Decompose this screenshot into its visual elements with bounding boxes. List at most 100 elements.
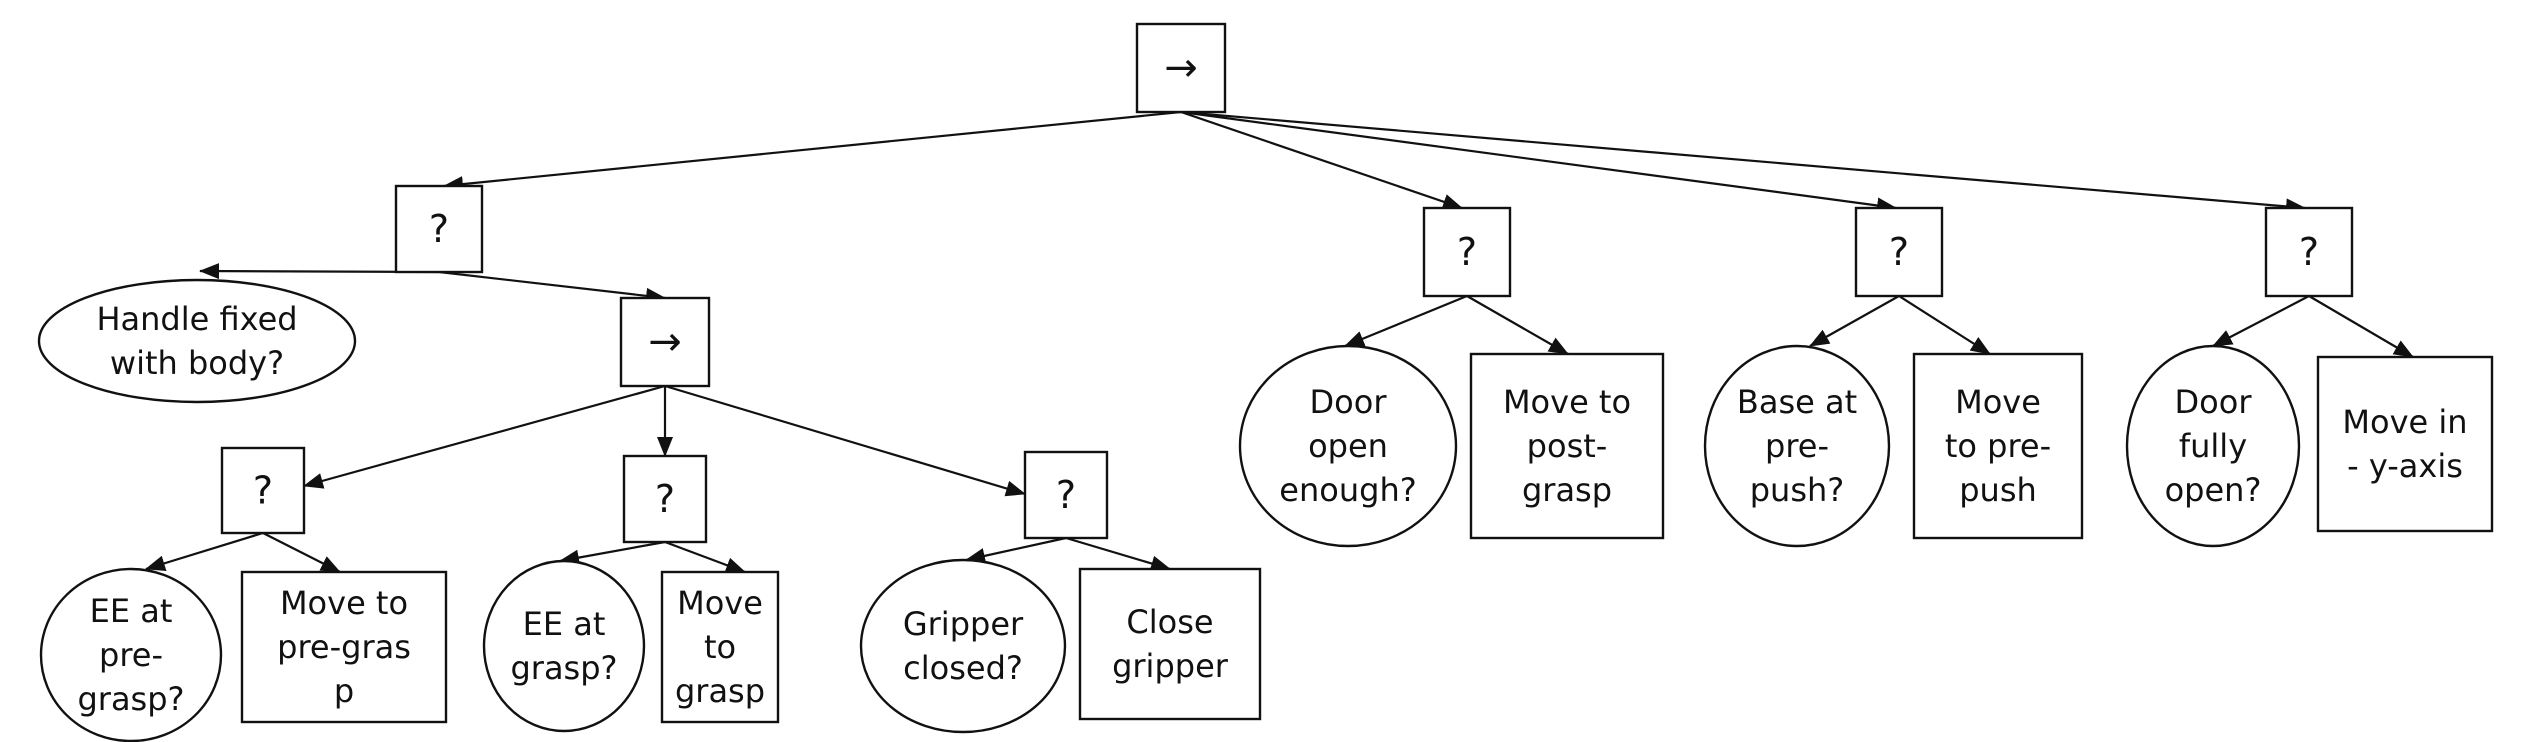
label-line: grasp: [675, 672, 765, 710]
node-label: Close gripper: [1112, 603, 1229, 685]
fallback-symbol: ?: [2299, 230, 2319, 274]
fallback-symbol: ?: [1457, 230, 1477, 274]
node-fb-grasp: ?: [622, 454, 708, 544]
edge-root-to-fb-fullyopen: [1180, 110, 2306, 215]
edges-layer: [145, 110, 2414, 574]
action-box: [1912, 352, 2084, 540]
condition-ellipse: [39, 567, 223, 742]
label-line: pre-gras: [277, 628, 411, 666]
label-line: p: [334, 672, 354, 710]
edge-fb-pregrasp-to-act-move-pregrasp: [262, 532, 341, 573]
node-fb-prepush: ?: [1854, 206, 1944, 298]
condition-ellipse: [482, 559, 646, 733]
label-line: to pre-: [1945, 427, 2051, 465]
label-line: Door: [2175, 383, 2253, 421]
condition-ellipse: [2125, 344, 2301, 548]
node-label: Handle fixed with body?: [96, 300, 297, 382]
node-label: Base at pre-push?: [1737, 383, 1857, 509]
edge-root-to-fb-handle: [443, 110, 1182, 193]
node-fb-handle: ?: [394, 184, 484, 274]
label-line: closed?: [903, 649, 1023, 687]
node-fb-door: ?: [1422, 206, 1512, 298]
sequence-symbol: →: [1164, 45, 1198, 91]
edge-fb-prepush-to-cond-base-prepush: [1809, 295, 1900, 347]
label-line: Gripper: [903, 605, 1024, 643]
label-line: push?: [1750, 471, 1845, 509]
node-seq-grasp: →: [619, 296, 711, 388]
edge-root-to-fb-prepush: [1180, 110, 1897, 214]
node-label: Move in - y-axis: [2342, 403, 2467, 485]
label-line: EE at: [523, 605, 606, 643]
edge-fb-fullyopen-to-act-move-y: [2308, 295, 2414, 358]
label-line: Move to: [1503, 383, 1631, 421]
label-line: enough?: [1279, 471, 1416, 509]
node-act-move-postgrasp: Move to post-grasp: [1469, 352, 1665, 540]
label-line: EE at: [90, 592, 173, 630]
control-box: [2264, 206, 2354, 298]
node-fb-fullyopen: ?: [2264, 206, 2354, 298]
edge-root-to-fb-door: [1180, 110, 1463, 210]
label-line: open: [1308, 427, 1388, 465]
action-box: [1078, 567, 1262, 721]
action-box: [2316, 355, 2494, 533]
node-label: Gripper closed?: [903, 605, 1024, 687]
node-act-close-gripper: Close gripper: [1078, 567, 1262, 721]
condition-ellipse: [859, 558, 1067, 734]
node-cond-handle-fixed: Handle fixed with body?: [37, 278, 357, 404]
label-line: Close: [1126, 603, 1213, 641]
edge-fb-door-to-cond-door-open: [1344, 294, 1468, 348]
edge-seq-grasp-to-fb-pregrasp: [303, 384, 666, 489]
label-line: Door: [1310, 383, 1388, 421]
control-box: [1854, 206, 1944, 298]
label-line: gripper: [1112, 647, 1229, 685]
condition-ellipse: [37, 278, 357, 404]
node-act-move-y: Move in - y-axis: [2316, 355, 2494, 533]
control-box: [622, 454, 708, 544]
label-line: Move in: [2342, 403, 2467, 441]
fallback-symbol: ?: [253, 469, 273, 513]
label-line: pre-: [1765, 427, 1829, 465]
fallback-symbol: ?: [655, 477, 675, 521]
node-cond-door-open: Door open enough?: [1238, 344, 1458, 548]
control-box: [394, 184, 484, 274]
control-box: [220, 446, 306, 535]
action-box: [240, 570, 448, 724]
control-box: [1023, 450, 1109, 540]
action-box: [660, 570, 780, 724]
label-line: Move: [1955, 383, 2041, 421]
edge-fb-door-to-act-move-postgrasp: [1466, 295, 1569, 355]
sequence-symbol: →: [648, 319, 682, 365]
label-line: pre-: [99, 636, 163, 674]
label-line: post-: [1527, 427, 1608, 465]
edge-seq-grasp-to-fb-gripper: [664, 384, 1026, 497]
node-label: Move to post-grasp: [1503, 383, 1631, 509]
node-root: →: [1135, 22, 1227, 114]
node-cond-gripper-closed: Gripper closed?: [859, 558, 1067, 734]
label-line: Handle fixed: [96, 300, 297, 338]
edge-fb-grasp-to-act-move-grasp: [664, 540, 746, 574]
label-line: Move: [677, 584, 763, 622]
label-line: with body?: [110, 344, 284, 382]
condition-ellipse: [1703, 344, 1891, 548]
fallback-symbol: ?: [1889, 230, 1909, 274]
fallback-symbol: ?: [1056, 473, 1076, 517]
edge-fb-fullyopen-to-cond-door-fully-open: [2212, 295, 2310, 347]
fallback-symbol: ?: [429, 207, 449, 251]
edge-fb-gripper-to-cond-gripper-closed: [965, 536, 1067, 564]
node-cond-base-prepush: Base at pre-push?: [1703, 344, 1891, 548]
edge-fb-grasp-to-cond-ee-grasp: [559, 540, 666, 566]
label-line: grasp: [1522, 471, 1612, 509]
label-line: Base at: [1737, 383, 1857, 421]
label-line: - y-axis: [2347, 447, 2463, 485]
